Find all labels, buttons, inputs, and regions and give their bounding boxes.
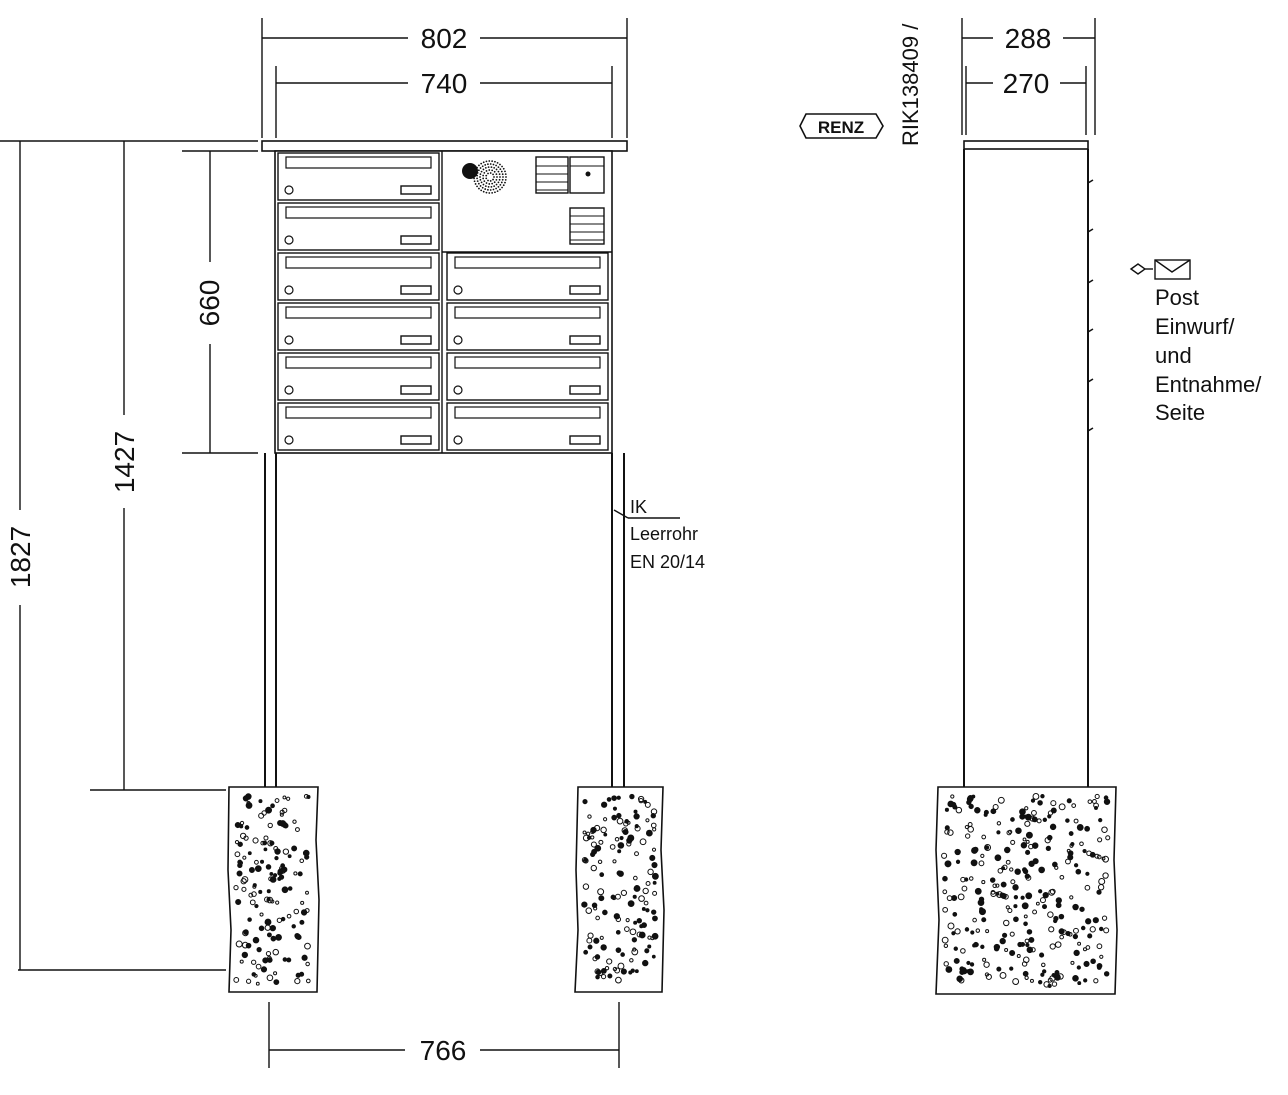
mail-slot <box>285 356 432 369</box>
dimension-766: 766 <box>268 1002 620 1068</box>
mailbox-column-right <box>446 252 609 451</box>
mail-slot <box>454 306 601 319</box>
lock-icon <box>284 185 294 195</box>
lock-icon <box>284 435 294 445</box>
dimension-1427: 1427 <box>90 140 258 791</box>
foundation-left <box>227 786 320 993</box>
post-note-line-1: Post <box>1155 285 1199 310</box>
dimension-total-height: 1827 <box>5 526 36 588</box>
conduit-label: IK Leerrohr EN 20/14 <box>630 497 705 572</box>
mailbox-compartment <box>446 252 609 301</box>
lock-icon <box>284 235 294 245</box>
arrow-double-icon <box>1129 263 1147 275</box>
name-plate <box>400 235 432 245</box>
conduit-label-line-2: Leerrohr <box>630 524 698 544</box>
name-plate <box>400 435 432 445</box>
lock-icon <box>284 285 294 295</box>
dimension-1827: 1827 <box>0 140 226 971</box>
mail-slot <box>285 306 432 319</box>
name-plate <box>400 185 432 195</box>
post-note: Post Einwurf/ und Entnahme/ Seite <box>1129 259 1262 425</box>
lock-icon <box>453 435 463 445</box>
roof-plate <box>261 140 628 152</box>
lock-icon <box>453 335 463 345</box>
envelope-icon <box>1154 259 1191 280</box>
dimension-depth-total: 288 <box>1005 23 1052 54</box>
mailbox-compartment <box>277 302 440 351</box>
mail-slot <box>285 156 432 169</box>
renz-logo-icon <box>799 113 884 139</box>
dimension-270: 270 <box>965 66 1087 135</box>
mailbox-compartment <box>446 402 609 451</box>
name-plate <box>569 285 601 295</box>
name-plate <box>400 335 432 345</box>
dimension-740: 740 <box>275 66 613 138</box>
side-foundation <box>935 786 1118 995</box>
camera-icon <box>462 163 478 179</box>
name-plate <box>400 285 432 295</box>
mailbox-compartment <box>277 402 440 451</box>
post-note-line-3: und <box>1155 343 1192 368</box>
lock-icon <box>284 385 294 395</box>
mail-slot <box>454 356 601 369</box>
bell-panel-left <box>535 156 569 194</box>
post-note-line-5: Seite <box>1155 400 1205 425</box>
front-view <box>227 140 680 993</box>
bell-button-icon <box>585 171 591 177</box>
article-number: RIK138409 / <box>898 23 923 146</box>
name-plate <box>569 335 601 345</box>
name-plate <box>569 435 601 445</box>
mailbox-compartment <box>277 252 440 301</box>
lock-icon <box>453 285 463 295</box>
dimension-660: 660 <box>182 150 258 454</box>
mailbox-compartment <box>277 352 440 401</box>
dimension-802: 802 <box>261 18 628 138</box>
brand-logo: RENZ <box>799 113 884 139</box>
dimension-288: 288 <box>961 18 1096 135</box>
mail-slot <box>454 256 601 269</box>
mail-slot <box>285 206 432 219</box>
intercom-module <box>442 156 612 253</box>
dimension-box-height: 660 <box>194 280 225 327</box>
speaker-grille-icon <box>473 160 507 194</box>
name-plate <box>400 385 432 395</box>
mailbox-compartment <box>446 352 609 401</box>
brand-logo-text: RENZ <box>818 118 864 137</box>
dimension-inner-width: 740 <box>421 68 468 99</box>
name-plate <box>569 385 601 395</box>
mail-slot <box>285 406 432 419</box>
lock-icon <box>453 385 463 395</box>
dimension-total-width: 802 <box>421 23 468 54</box>
bell-panel-right <box>569 156 605 194</box>
side-roof-plate <box>963 140 1089 150</box>
conduit-label-line-3: EN 20/14 <box>630 552 705 572</box>
mail-slot <box>454 406 601 419</box>
post-note-line-2: Einwurf/ <box>1155 314 1235 339</box>
mailbox-compartment <box>277 202 440 251</box>
conduit-label-line-1: IK <box>630 497 647 517</box>
dimension-depth-inner: 270 <box>1003 68 1050 99</box>
dimension-mount-height: 1427 <box>109 431 140 493</box>
post-note-line-4: Entnahme/ <box>1155 372 1262 397</box>
mail-slot <box>285 256 432 269</box>
side-view: 288 270 Post Einwurf/ und Entnahme/ Seit… <box>935 18 1262 995</box>
lock-icon <box>284 335 294 345</box>
mailbox-column-left <box>277 152 440 451</box>
mailbox-compartment <box>277 152 440 201</box>
name-panel <box>569 207 605 245</box>
mailbox-compartment <box>446 302 609 351</box>
dimension-foundation-spacing: 766 <box>420 1035 467 1066</box>
